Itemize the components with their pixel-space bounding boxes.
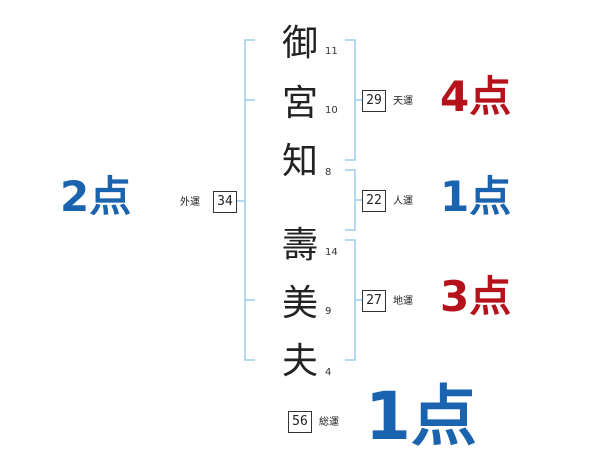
- name-char-6: 夫: [281, 341, 318, 382]
- gaikaku-label: 外運: [180, 197, 200, 208]
- stroke-count-2: 10: [325, 105, 338, 116]
- tenkaku-label: 天運: [393, 96, 413, 107]
- name-char-1: 御: [281, 23, 318, 64]
- name-char-5: 美: [281, 283, 318, 324]
- tenkaku-bracket: [345, 39, 356, 161]
- name-char-4: 壽: [281, 225, 318, 266]
- tenkaku-value-box: 29: [362, 90, 386, 112]
- soukaku-value-box: 56: [288, 411, 312, 433]
- gaikaku-bracket: [244, 39, 255, 361]
- stroke-count-3: 8: [325, 167, 332, 178]
- name-char-2: 宮: [281, 83, 318, 124]
- soukaku-label: 総運: [319, 417, 339, 428]
- chikaku-bracket: [345, 239, 356, 361]
- stroke-count-1: 11: [325, 46, 338, 57]
- stroke-count-5: 9: [325, 306, 332, 317]
- soukaku-score: 1点: [365, 378, 477, 455]
- gaikaku-score: 2点: [60, 172, 132, 221]
- chikaku-label: 地運: [393, 296, 413, 307]
- jinkaku-bracket: [345, 169, 356, 231]
- stroke-count-6: 4: [325, 367, 332, 378]
- stroke-count-4: 14: [325, 247, 338, 258]
- name-char-3: 知: [281, 141, 318, 182]
- jinkaku-label: 人運: [393, 196, 413, 207]
- tenkaku-score: 4点: [440, 72, 512, 121]
- chikaku-score: 3点: [440, 272, 512, 321]
- gaikaku-value-box: 34: [213, 191, 237, 213]
- chikaku-value-box: 27: [362, 290, 386, 312]
- jinkaku-score: 1点: [440, 172, 512, 221]
- jinkaku-value-box: 22: [362, 190, 386, 212]
